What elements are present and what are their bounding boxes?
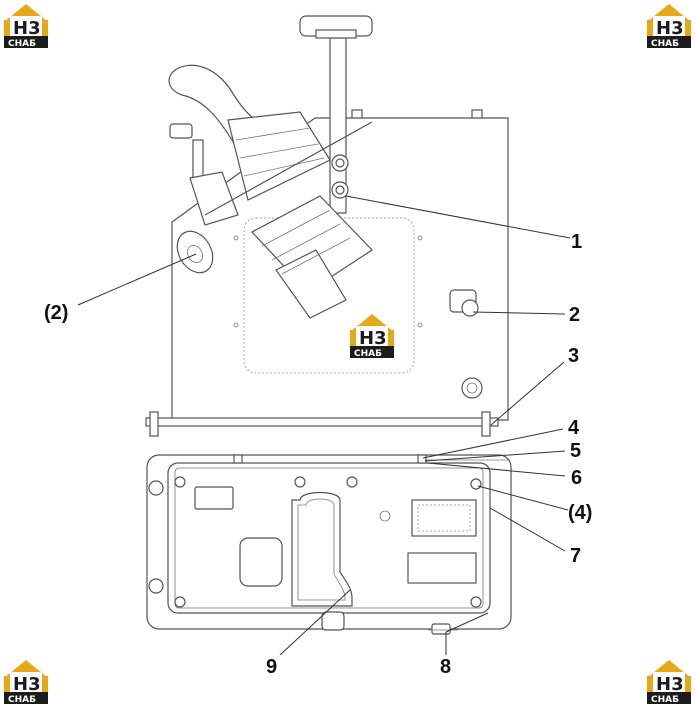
svg-text:CHAБ: CHAБ xyxy=(8,695,36,705)
svg-text:CHAБ: CHAБ xyxy=(651,695,679,705)
callout-2-paren: (2) xyxy=(44,302,68,324)
svg-text:CHAБ: CHAБ xyxy=(8,39,36,49)
lower-control-box xyxy=(146,454,512,635)
callout-8: 8 xyxy=(440,656,451,678)
svg-text:H3: H3 xyxy=(13,674,41,695)
logo-top-left: H3 CHAБ xyxy=(4,4,48,49)
callout-9: 9 xyxy=(266,656,277,678)
callout-1: 1 xyxy=(571,231,582,253)
svg-text:H3: H3 xyxy=(13,18,41,39)
callout-6: 6 xyxy=(571,467,582,489)
leader-lines xyxy=(77,195,571,656)
callout-3: 3 xyxy=(568,345,579,367)
callout-labels: 1 2 (2) 3 4 5 6 (4) 7 8 9 xyxy=(44,231,592,678)
logo-top-right: H3 CHAБ xyxy=(647,4,691,49)
logo-center: H3 CHAБ xyxy=(350,314,394,359)
callout-7: 7 xyxy=(570,545,581,567)
svg-text:CHAБ: CHAБ xyxy=(651,39,679,49)
svg-text:H3: H3 xyxy=(656,18,684,39)
svg-text:H3: H3 xyxy=(656,674,684,695)
svg-text:CHAБ: CHAБ xyxy=(354,349,382,359)
logo-bottom-left: H3 CHAБ xyxy=(4,660,48,705)
callout-2: 2 xyxy=(569,304,580,326)
callout-4: 4 xyxy=(568,417,580,439)
logo-bottom-right: H3 CHAБ xyxy=(647,660,691,705)
upper-control-box xyxy=(145,15,509,437)
callout-4-paren: (4) xyxy=(568,502,592,524)
callout-5: 5 xyxy=(570,440,581,462)
svg-text:H3: H3 xyxy=(359,328,387,349)
